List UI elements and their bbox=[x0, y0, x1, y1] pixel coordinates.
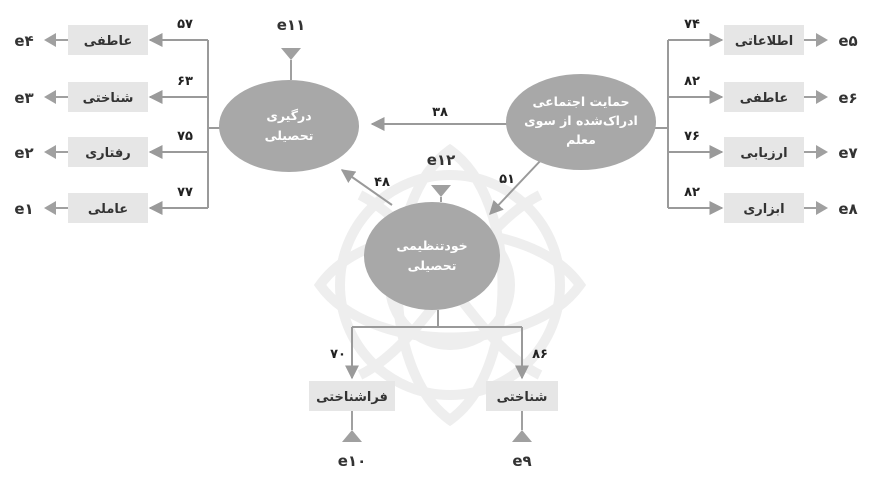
indicator-emotional-engagement: عاطفی ۵۷ e۴ bbox=[14, 17, 193, 55]
error-arrow-icon bbox=[44, 145, 56, 159]
error-arrow-icon bbox=[816, 33, 828, 47]
loading-value: ۷۰ bbox=[330, 347, 346, 362]
error-label: e۸ bbox=[838, 200, 857, 218]
latent-selfreg-line2: تحصیلی bbox=[408, 258, 457, 273]
error-label: e۹ bbox=[512, 452, 531, 470]
error-arrow-icon bbox=[816, 90, 828, 104]
disturbance-engagement: e۱۱ bbox=[277, 16, 305, 80]
loading-value: ۵۷ bbox=[177, 17, 193, 32]
error-arrow-icon bbox=[44, 90, 56, 104]
indicator-label: رفتاری bbox=[85, 146, 131, 161]
indicator-emotional-support: عاطفی ۸۲ e۶ bbox=[684, 74, 858, 112]
indicator-cognitive-selfreg: شناختی ۸۶ e۹ bbox=[486, 347, 558, 470]
error-arrow-icon bbox=[816, 145, 828, 159]
latent-selfreg: خودتنظیمی تحصیلی bbox=[364, 202, 500, 310]
indicator-label: ارزیابی bbox=[740, 146, 787, 161]
indicator-label: ابزاری bbox=[743, 202, 784, 217]
error-arrow-icon bbox=[281, 48, 301, 60]
error-label: e۱۰ bbox=[338, 452, 366, 470]
indicator-label: عاطفی bbox=[740, 91, 789, 106]
error-arrow-icon bbox=[44, 201, 56, 215]
engagement-indicators: عاطفی ۵۷ e۴ شناختی ۶۳ e۳ رفتاری ۷۵ e۲ عا… bbox=[14, 17, 193, 223]
error-label: e۲ bbox=[14, 144, 33, 162]
latent-engagement-line1: درگیری bbox=[266, 108, 311, 123]
path-coef-support-selfreg: ۵۱ bbox=[499, 172, 515, 187]
path-coef-support-engagement: ۳۸ bbox=[432, 105, 448, 120]
indicator-label: اطلاعاتی bbox=[735, 34, 793, 49]
disturbance-selfreg: e۱۲ bbox=[427, 151, 455, 202]
indicator-metacognitive: فراشناختی ۷۰ e۱۰ bbox=[309, 347, 395, 470]
error-label: e۱ bbox=[14, 200, 33, 218]
indicator-informational-support: اطلاعاتی ۷۴ e۵ bbox=[684, 17, 858, 55]
error-label: e۳ bbox=[14, 89, 33, 107]
selfreg-indicators: فراشناختی ۷۰ e۱۰ شناختی ۸۶ e۹ bbox=[309, 347, 558, 470]
indicator-behavioral-engagement: رفتاری ۷۵ e۲ bbox=[14, 129, 193, 167]
loading-value: ۷۴ bbox=[684, 17, 700, 32]
error-label: e۴ bbox=[14, 32, 33, 50]
indicator-cognitive-engagement: شناختی ۶۳ e۳ bbox=[14, 74, 193, 112]
latent-support-line2: ادراک‌شده از سوی bbox=[524, 113, 638, 128]
indicator-label: عاملی bbox=[88, 202, 128, 217]
loading-value: ۸۲ bbox=[684, 185, 700, 200]
error-arrow-icon bbox=[512, 430, 532, 442]
error-label: e۱۲ bbox=[427, 151, 455, 169]
latent-engagement-line2: تحصیلی bbox=[265, 128, 314, 143]
loading-value: ۸۶ bbox=[532, 347, 548, 362]
latent-selfreg-line1: خودتنظیمی bbox=[396, 238, 467, 253]
indicator-instrumental-support: ابزاری ۸۲ e۸ bbox=[684, 185, 858, 223]
error-label: e۷ bbox=[838, 144, 857, 162]
latent-support: حمایت اجتماعی ادراک‌شده از سوی معلم bbox=[506, 74, 656, 170]
latent-support-line1: حمایت اجتماعی bbox=[532, 94, 629, 109]
latent-engagement: درگیری تحصیلی bbox=[219, 80, 359, 172]
error-arrow-icon bbox=[44, 33, 56, 47]
loading-value: ۷۷ bbox=[177, 185, 193, 200]
loading-value: ۶۳ bbox=[177, 74, 193, 89]
path-coef-selfreg-engagement: ۴۸ bbox=[374, 175, 390, 190]
indicator-label: عاطفی bbox=[84, 34, 133, 49]
error-arrow-icon bbox=[816, 201, 828, 215]
error-arrow-icon bbox=[342, 430, 362, 442]
indicator-label: شناختی bbox=[83, 91, 134, 106]
loading-value: ۸۲ bbox=[684, 74, 700, 89]
indicator-agentic-engagement: عاملی ۷۷ e۱ bbox=[14, 185, 193, 223]
error-label: e۶ bbox=[838, 89, 857, 107]
loading-value: ۷۵ bbox=[177, 129, 193, 144]
loading-value: ۷۶ bbox=[684, 129, 700, 144]
latent-support-line3: معلم bbox=[566, 132, 596, 147]
indicator-label: شناختی bbox=[497, 390, 548, 405]
indicator-appraisal-support: ارزیابی ۷۶ e۷ bbox=[684, 129, 858, 167]
connectors bbox=[148, 33, 724, 380]
support-indicators: اطلاعاتی ۷۴ e۵ عاطفی ۸۲ e۶ ارزیابی ۷۶ e۷… bbox=[684, 17, 858, 223]
indicator-label: فراشناختی bbox=[316, 390, 388, 405]
error-arrow-icon bbox=[431, 185, 451, 197]
error-label: e۵ bbox=[838, 32, 857, 50]
error-label: e۱۱ bbox=[277, 16, 305, 34]
